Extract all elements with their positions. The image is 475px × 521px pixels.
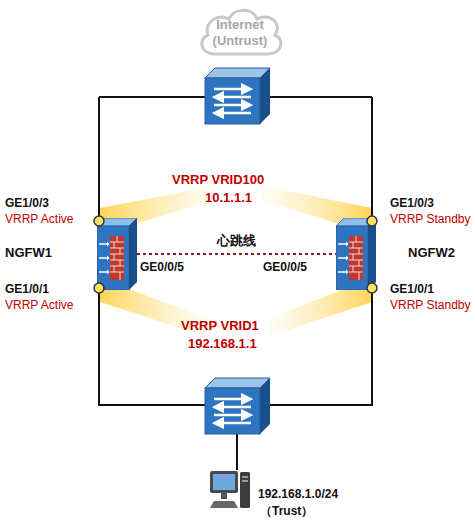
internet-cloud: Internet (Untrust)	[195, 6, 285, 58]
port-marker	[94, 216, 377, 293]
port-name: GE1/0/3	[5, 195, 49, 211]
vrrp-state: VRRP Standby	[390, 211, 471, 227]
firewall-device: NGFW2	[336, 218, 376, 290]
node-label: NGFW1	[5, 245, 52, 261]
port-name: GE1/0/1	[390, 281, 434, 297]
port-name: GE1/0/1	[5, 281, 49, 297]
virtual-ip: 192.168.1.1	[188, 336, 257, 352]
port-name: GE0/0/5	[140, 259, 184, 275]
node-label: 192.168.1.0/24	[258, 486, 338, 502]
heartbeat-line	[137, 253, 336, 255]
node-label: Internet (Untrust)	[205, 17, 275, 49]
vrrp-state: VRRP Active	[5, 211, 73, 227]
vrrp-state: VRRP Standby	[390, 297, 471, 313]
vrrp-state: VRRP Active	[5, 297, 73, 313]
firewall-device-shape	[97, 218, 137, 290]
switch-icon	[205, 378, 270, 434]
firewall-device-shape	[336, 218, 376, 290]
node-label: （Trust）	[260, 503, 313, 519]
vrrp-glow	[100, 186, 372, 336]
vrrp-group: VRRP VRID1	[181, 318, 259, 334]
switch-icon	[205, 68, 270, 124]
port-name: GE0/0/5	[263, 259, 307, 275]
node-label: NGFW2	[408, 245, 455, 261]
host-pc-shape	[208, 468, 252, 514]
port-name: GE1/0/3	[390, 195, 434, 211]
host-pc: 192.168.1.0/24（Trust）	[208, 468, 252, 514]
edge-label: 心跳线	[217, 233, 256, 249]
vrrp-group: VRRP VRID100	[172, 172, 264, 188]
firewall-device: NGFW1	[97, 218, 137, 290]
virtual-ip: 10.1.1.1	[205, 190, 252, 206]
network-wire	[99, 97, 372, 470]
